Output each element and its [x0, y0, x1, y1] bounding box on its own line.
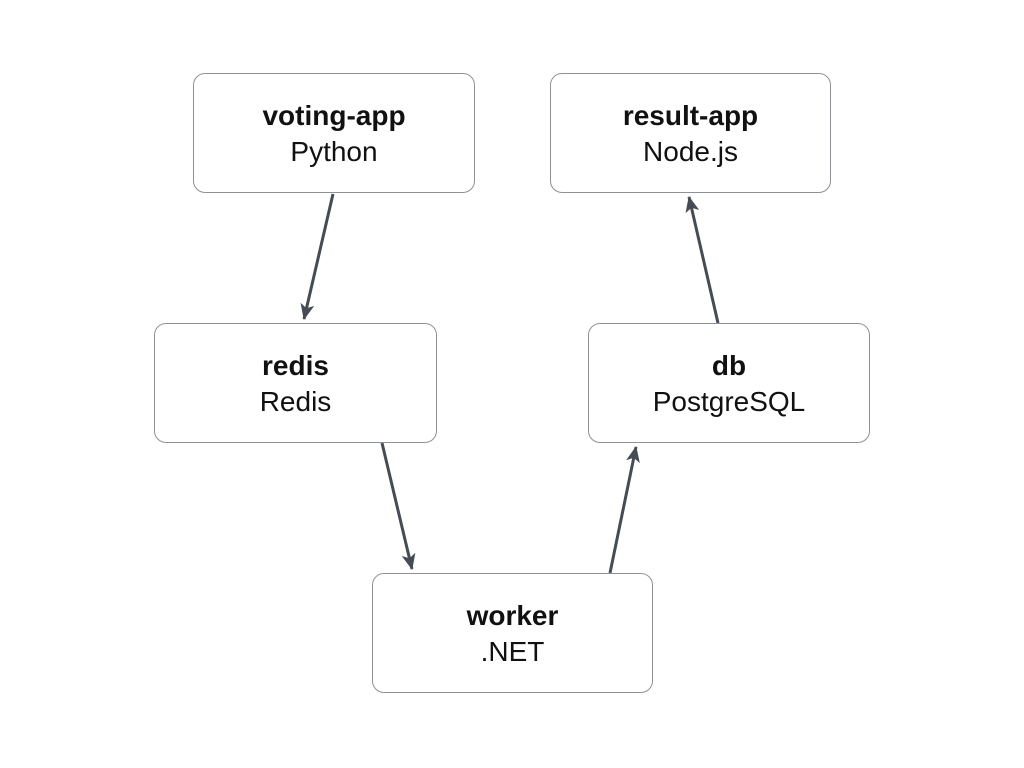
node-title: result-app	[622, 99, 759, 131]
node-title: worker	[466, 599, 559, 631]
edge-redis-to-worker	[380, 442, 416, 570]
node-subtitle: .NET	[480, 635, 545, 667]
node-title: voting-app	[262, 99, 406, 131]
node-title: db	[711, 349, 747, 381]
node-subtitle: PostgreSQL	[652, 385, 806, 417]
edge-db-to-result-app	[685, 196, 720, 324]
node-title: redis	[262, 349, 329, 381]
node-subtitle: Python	[290, 135, 378, 167]
edge-voting-app-to-redis	[300, 193, 335, 320]
node-worker: worker .NET	[372, 573, 653, 693]
node-subtitle: Node.js	[643, 135, 738, 167]
node-subtitle: Redis	[259, 385, 332, 417]
edge-worker-to-db	[608, 446, 640, 574]
